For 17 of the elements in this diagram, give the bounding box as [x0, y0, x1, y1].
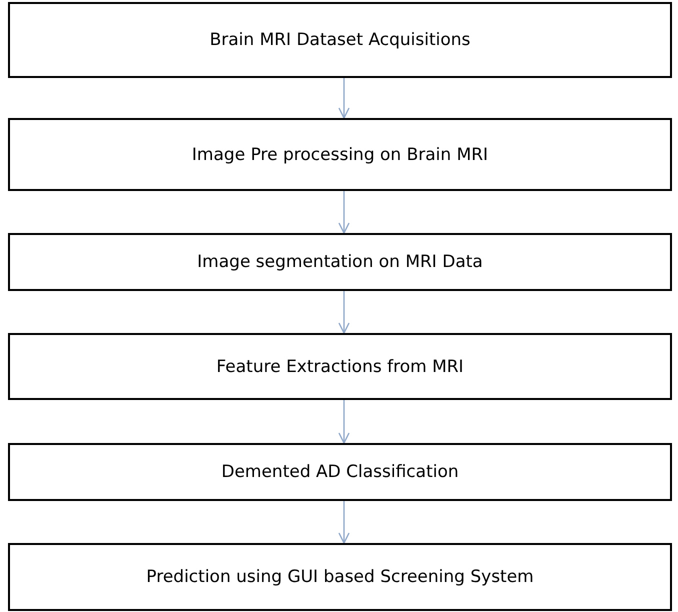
step-label: Demented AD Classification — [221, 462, 459, 482]
arrow — [338, 400, 350, 444]
step-label: Feature Extractions from MRI — [216, 356, 464, 376]
arrow — [338, 291, 350, 334]
process-box — [8, 443, 672, 501]
arrow — [338, 191, 350, 234]
step-label: Prediction using GUI based Screening System — [146, 567, 534, 587]
process-box — [8, 118, 672, 191]
step-label: Brain MRI Dataset Acquisitions — [210, 30, 470, 50]
step-label: Image Pre processing on Brain MRI — [192, 144, 488, 164]
arrow — [338, 78, 350, 119]
process-box — [8, 543, 672, 611]
process-box — [8, 233, 672, 291]
process-box — [8, 2, 672, 78]
step-label: Image segmentation on MRI Data — [197, 252, 483, 272]
arrow — [338, 501, 350, 544]
process-box — [8, 333, 672, 400]
